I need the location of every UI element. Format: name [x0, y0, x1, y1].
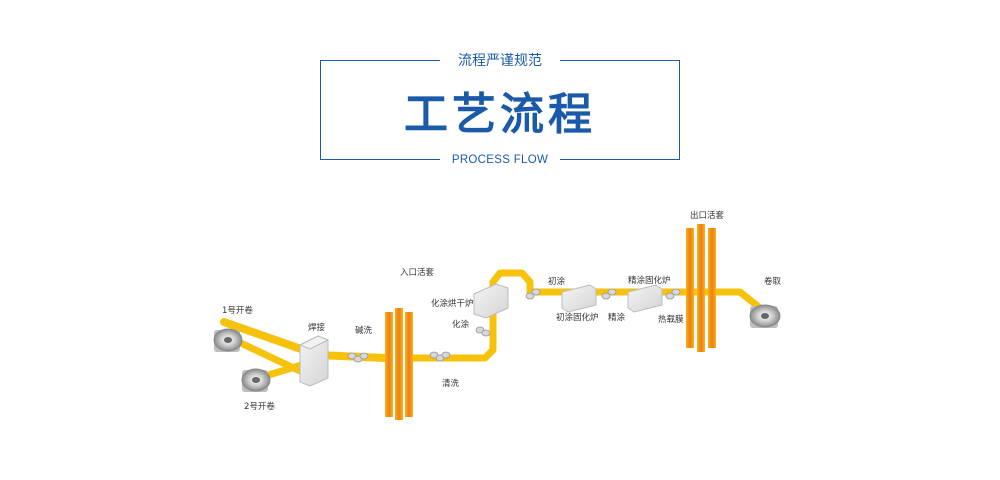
primer-oven-box	[561, 284, 597, 313]
label-rinse: 清洗	[442, 378, 460, 389]
section-title: 工艺流程	[404, 89, 596, 140]
label-uncoiler-2: 2号开卷	[244, 401, 275, 412]
label-finish-coat: 精涂	[608, 312, 626, 323]
section-english-title: PROCESS FLOW	[440, 151, 560, 169]
label-exit-looper: 出口活套	[690, 210, 725, 221]
label-primer-coat: 初涂	[548, 276, 566, 287]
entry-looper	[385, 308, 413, 420]
exit-looper	[686, 224, 716, 352]
chem-coat-dryer-box	[473, 283, 509, 319]
label-welding: 焊接	[308, 322, 326, 333]
uncoiler-1-coil	[213, 328, 243, 352]
label-embossing: 热载膜	[658, 314, 684, 325]
label-uncoiler-1: 1号开卷	[222, 305, 253, 316]
section-subtitle: 流程严谨规范	[440, 51, 560, 69]
label-entry-looper: 入口活套	[400, 267, 435, 278]
recoiler-coil	[749, 304, 781, 328]
label-finish-oven: 精涂固化炉	[628, 275, 671, 286]
label-alkali-wash: 碱洗	[355, 325, 373, 336]
finish-oven-box	[627, 284, 663, 313]
label-chem-coat: 化涂	[452, 319, 470, 330]
uncoiler-2-coil	[241, 368, 271, 392]
welder-unit	[298, 335, 330, 387]
label-primer-oven: 初涂固化炉	[556, 312, 599, 323]
rollers	[347, 288, 681, 363]
label-chem-coat-dryer: 化涂烘干炉	[431, 298, 474, 309]
label-recoiler: 卷取	[764, 276, 782, 287]
